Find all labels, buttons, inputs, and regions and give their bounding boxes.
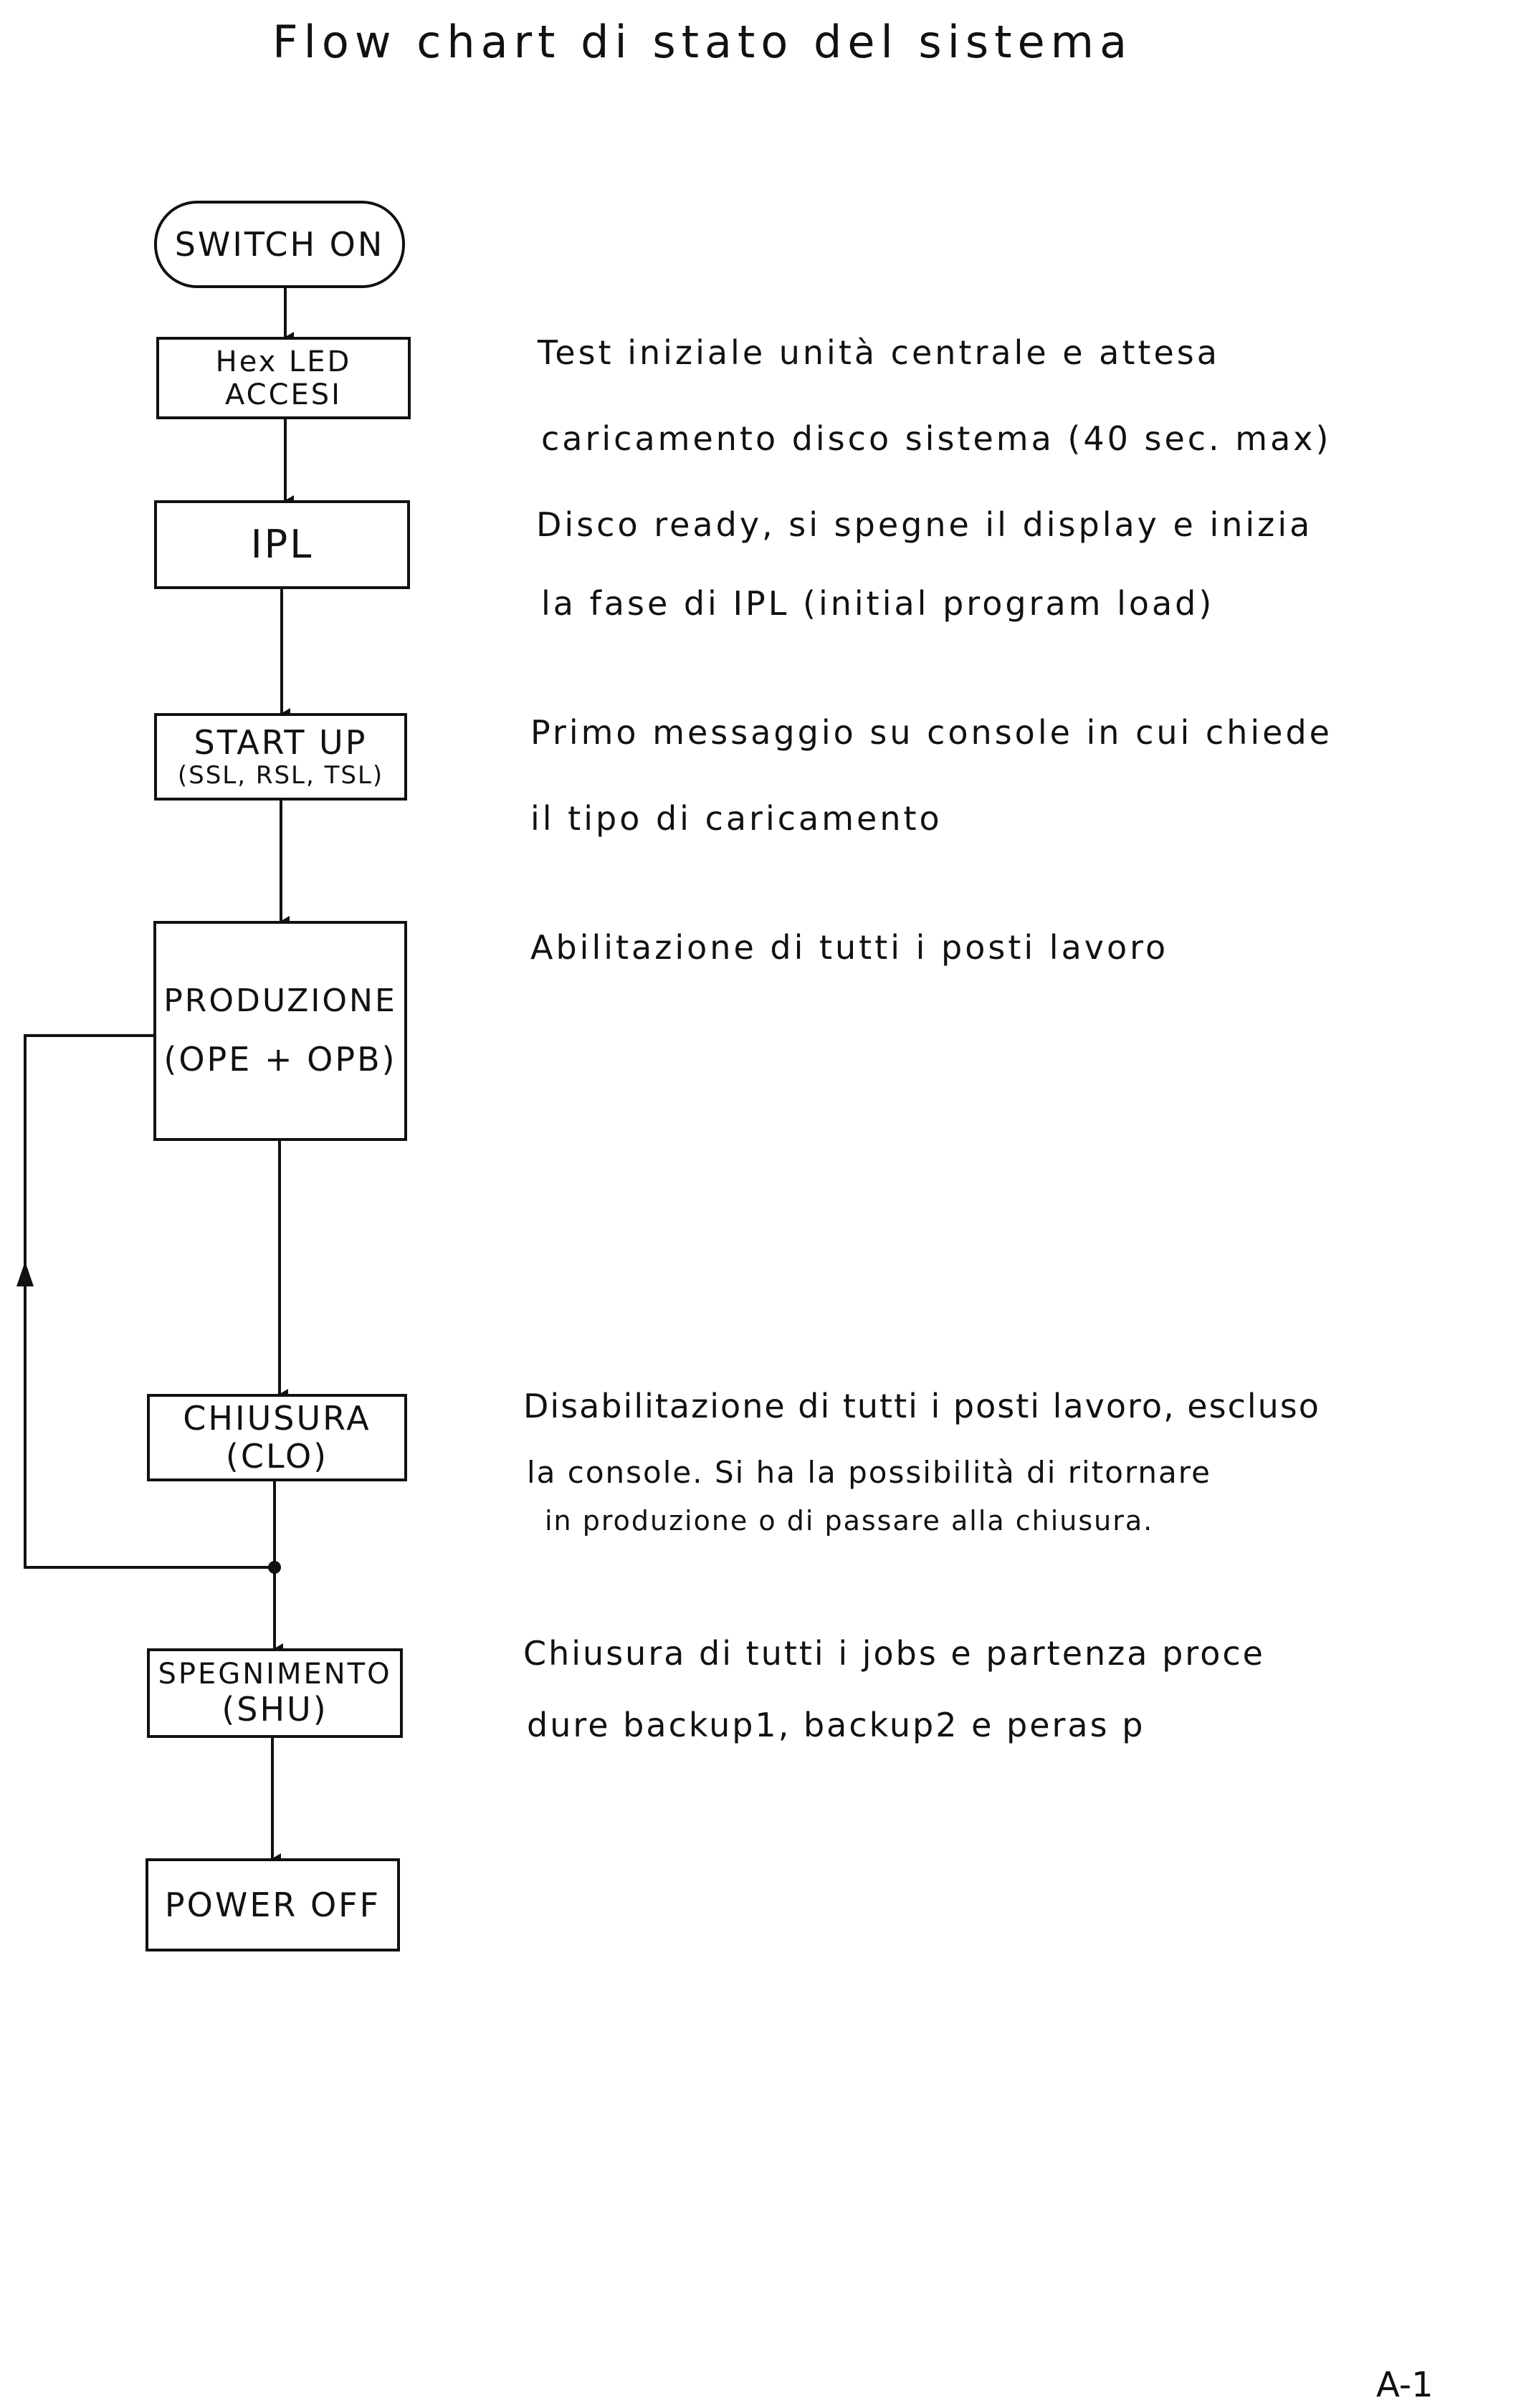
node-spegnimento-label: SPEGNIMENTO: [158, 1658, 392, 1691]
feedback-loop-line: [24, 1034, 275, 1569]
node-produzione-sublabel: (OPE + OPB): [163, 1040, 397, 1079]
note-chiusura-line-3: in produzione o di passare alla chiusura…: [545, 1505, 1154, 1537]
node-spegnimento-sublabel: (SHU): [221, 1690, 328, 1729]
node-switch-on-label: SWITCH ON: [174, 224, 385, 264]
page-number: A-1: [1376, 2365, 1434, 2405]
note-ipl-line-1: Disco ready, si spegne il display e iniz…: [536, 505, 1313, 544]
note-spegnimento-line-1: Chiusura di tutti i jobs e partenza proc…: [523, 1634, 1265, 1673]
note-ipl-line-2: la fase di IPL (initial program load): [541, 584, 1215, 623]
note-spegnimento-line-2: dure backup1, backup2 e peras p: [527, 1706, 1145, 1744]
node-spegnimento: SPEGNIMENTO (SHU): [147, 1648, 403, 1738]
node-chiusura-sublabel: (CLO): [225, 1437, 329, 1476]
note-hex-line-2: caricamento disco sistema (40 sec. max): [541, 419, 1332, 458]
node-ipl-label: IPL: [250, 521, 314, 567]
node-switch-on: SWITCH ON: [154, 201, 405, 288]
node-start-up-label: START UP: [194, 723, 368, 762]
node-chiusura: CHIUSURA (CLO): [147, 1394, 407, 1481]
node-start-up-sublabel: (SSL, RSL, TSL): [177, 760, 384, 790]
node-hex-led: Hex LED ACCESI: [156, 337, 411, 419]
note-startup-line-2: il tipo di caricamento: [530, 799, 943, 838]
loop-up-arrowhead: [16, 1261, 34, 1286]
note-chiusura-line-2: la console. Si ha la possibilità di rito…: [527, 1455, 1211, 1490]
loop-junction-dot: [268, 1561, 281, 1574]
node-produzione-label: PRODUZIONE: [163, 982, 397, 1019]
page-title: Flow chart di stato del sistema: [272, 16, 1133, 68]
note-hex-line-1: Test iniziale unità centrale e attesa: [538, 333, 1220, 372]
node-start-up: START UP (SSL, RSL, TSL): [154, 713, 407, 801]
node-ipl: IPL: [154, 500, 410, 589]
node-power-off-label: POWER OFF: [164, 1885, 381, 1924]
note-chiusura-line-1: Disabilitazione di tutti i posti lavoro,…: [523, 1387, 1320, 1425]
node-power-off: POWER OFF: [146, 1858, 400, 1951]
node-produzione: PRODUZIONE (OPE + OPB): [153, 921, 407, 1141]
note-produzione-line-1: Abilitazione di tutti i posti lavoro: [530, 928, 1169, 967]
node-chiusura-label: CHIUSURA: [183, 1399, 371, 1438]
node-hex-led-label: Hex LED ACCESI: [215, 345, 352, 411]
note-startup-line-1: Primo messaggio su console in cui chiede: [530, 713, 1332, 752]
